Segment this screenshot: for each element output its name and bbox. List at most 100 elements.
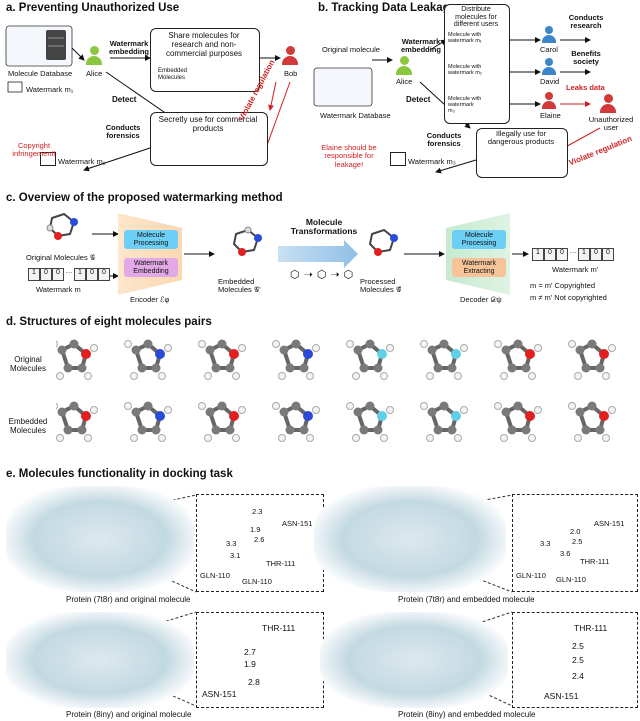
embedded-molecule-icon [222, 226, 270, 266]
watermark-mprime-label: Watermark m' [552, 265, 599, 274]
share-text: Share molecules for research and non-com… [165, 31, 243, 58]
protein-8iny-original [6, 612, 194, 708]
elaine-responsible: Elaine should be responsible for leakage… [321, 143, 377, 169]
molecule-processing-enc: Molecule Processing [124, 230, 178, 250]
alice-label: Alice [86, 69, 103, 78]
original-molecule [198, 339, 246, 380]
original-molecules-row-label: Original Molecules [9, 355, 46, 373]
bits-out: 1 0 0 … 1 0 0 [532, 248, 614, 261]
embedded-molecule [56, 401, 98, 442]
copyright-infringement: Copyright infringement! [12, 141, 56, 159]
illegally-use-text: Illegally use for dangerous products [487, 129, 555, 147]
original-molecules-label: Original Molecules 𝒢 [26, 253, 96, 262]
share-box [150, 28, 260, 92]
bit-cell: 0 [590, 248, 602, 261]
distance-label: 2.8 [248, 677, 260, 687]
distance-label: 1.9 [244, 659, 256, 669]
decoder-label: Decoder 𝒟ψ [460, 295, 502, 304]
watermark-doc-icon [7, 81, 23, 93]
caption-8iny-original: Protein (8iny) and original molecule [66, 710, 192, 719]
detect-label-a: Detect [112, 95, 137, 104]
panel-c-title: c. Overview of the proposed watermarking… [6, 192, 283, 204]
distance-label: 2.0 [570, 527, 581, 536]
encoder-shape [118, 213, 182, 295]
processed-molecule-icon [358, 226, 406, 266]
original-molecule [346, 339, 394, 380]
original-molecule-label: Original molecule [322, 45, 380, 54]
bit-cell: 0 [52, 268, 64, 281]
protein-7t8r-original [6, 486, 194, 592]
bit-cell: 0 [544, 248, 556, 261]
bit-cell: 1 [74, 268, 86, 281]
residue-label: ASN-151 [594, 519, 625, 528]
distance-label: 3.3 [226, 539, 237, 548]
zoom-7t8r-original [196, 494, 324, 592]
watermark-database-label: Watermark Database [320, 111, 391, 120]
distance-label: 2.5 [572, 537, 583, 546]
protein-8iny-embedded [320, 612, 508, 708]
residue-label: GLN-110 [242, 577, 272, 586]
bit-cell: 0 [40, 268, 52, 281]
watermark-embedding-enc: Watermark Embedding [124, 258, 178, 278]
molecule-database-label: Molecule Database [8, 69, 73, 78]
carol-avatar [542, 26, 556, 44]
molecule-pairs-grid [56, 330, 636, 450]
residue-label: ASN-151 [544, 691, 579, 701]
watermark-m-label: Watermark m [36, 285, 81, 294]
caption-7t8r-embedded: Protein (7t8r) and embedded molecule [398, 595, 535, 604]
detect-label-b: Detect [406, 95, 431, 104]
original-molecule [56, 339, 98, 380]
residue-label: THR-111 [580, 557, 610, 566]
transformation-cube-icons: ⬡➝⬡➝⬡ [290, 269, 358, 281]
residue-label: THR-111 [262, 623, 296, 633]
bits-in: 1 0 0 … 1 0 0 [28, 268, 110, 281]
distance-label: 2.5 [572, 641, 584, 651]
embedded-molecule [272, 401, 320, 442]
embedded-molecule [198, 401, 246, 442]
mol-wm-3: Molecule with watermark m₃ [448, 96, 482, 115]
watermark-m3-label: Watermark m₃ [408, 157, 456, 166]
embedded-molecule [124, 401, 172, 442]
distance-label: 2.7 [244, 647, 256, 657]
watermark-m1b-label: Watermark m₁ [58, 157, 106, 166]
benefits-society: Benefits society [571, 49, 601, 67]
protein-7t8r-embedded [314, 486, 506, 592]
panel-d-title: d. Structures of eight molecules pairs [6, 316, 212, 328]
david-avatar [542, 58, 556, 76]
caption-8iny-embedded: Protein (8iny) and embedded molecule [398, 710, 536, 719]
distribute-box [444, 4, 510, 124]
mol-wm-1: Molecule with watermark m₁ [448, 32, 482, 45]
embedded-molecule [494, 401, 542, 442]
original-molecule [420, 339, 468, 380]
residue-label: THR-111 [574, 623, 608, 633]
zoom-8iny-embedded [512, 612, 638, 708]
residue-label: ASN-151 [282, 519, 313, 528]
processed-molecules-label: Processed Molecules 𝒢̂ [360, 277, 402, 295]
bit-cell: 0 [98, 268, 110, 281]
elaine-avatar [542, 92, 556, 110]
bit-cell: … [569, 248, 577, 255]
illegally-use-box [476, 128, 568, 178]
residue-label: GLN-110 [516, 571, 546, 580]
transformation-arrow [278, 240, 358, 268]
forensics-doc-icon-a [40, 152, 56, 166]
not-copyrighted-label: m ≠ m' Not copyrighted [530, 293, 607, 302]
distance-label: 3.6 [560, 549, 571, 558]
original-molecule [568, 339, 616, 380]
embedded-molecule [420, 401, 468, 442]
distance-label: 3.1 [230, 551, 241, 560]
distance-label: 2.5 [572, 655, 584, 665]
elaine-label: Elaine [540, 111, 561, 120]
panel-b-title: b. Tracking Data Leakage [318, 2, 457, 14]
decoder-shape [446, 213, 510, 295]
carol-label: Carol [540, 45, 558, 54]
embedded-molecule [568, 401, 616, 442]
panel-a-title: a. Preventing Unauthorized Use [6, 2, 180, 14]
secretly-use-box [150, 112, 268, 166]
distribute-text: Distribute molecules for different users [453, 6, 499, 29]
molecule-processing-dec: Molecule Processing [452, 230, 506, 250]
forensics-doc-icon-b [390, 152, 406, 166]
molecule-structures [56, 339, 616, 442]
panel-e-title: e. Molecules functionality in docking ta… [6, 468, 233, 480]
bob-avatar [282, 46, 298, 66]
